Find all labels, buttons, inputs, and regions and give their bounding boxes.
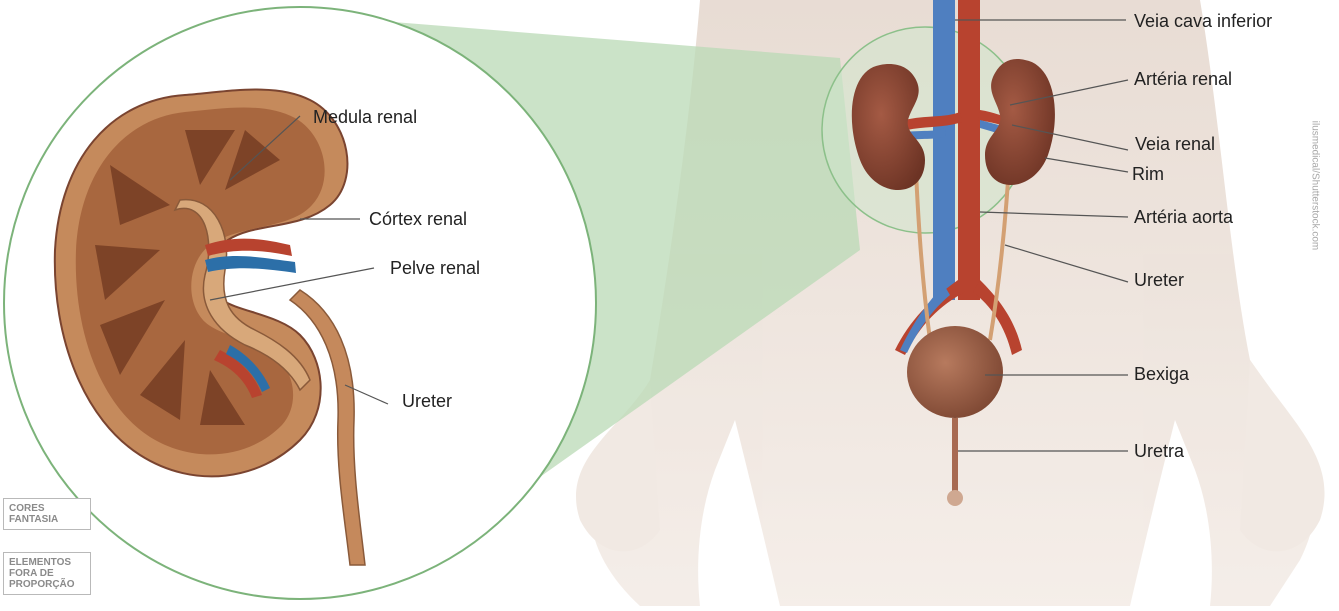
badge-prop-line2: FORA DE (9, 568, 85, 579)
badge-elementos-fora-de-proporcao: ELEMENTOS FORA DE PROPORÇÃO (3, 552, 91, 595)
badge-cores-line1: CORES (9, 503, 85, 514)
label-rim: Rim (1132, 165, 1164, 183)
label-medula-renal: Medula renal (313, 108, 417, 126)
badge-cores-line2: FANTASIA (9, 514, 85, 525)
label-cortex-renal: Córtex renal (369, 210, 467, 228)
label-uretra: Uretra (1134, 442, 1184, 460)
label-ureter-detail: Ureter (402, 392, 452, 410)
label-veia-renal: Veia renal (1135, 135, 1215, 153)
image-credit: ilusmedical/Shutterstock.com (1309, 121, 1320, 251)
label-arteria-renal: Artéria renal (1134, 70, 1232, 88)
label-veia-cava-inferior: Veia cava inferior (1134, 12, 1272, 30)
label-pelve-renal: Pelve renal (390, 259, 480, 277)
badge-cores-fantasia: CORES FANTASIA (3, 498, 91, 530)
label-bexiga: Bexiga (1134, 365, 1189, 383)
badge-prop-line1: ELEMENTOS (9, 557, 85, 568)
label-arteria-aorta: Artéria aorta (1134, 208, 1233, 226)
badge-prop-line3: PROPORÇÃO (9, 579, 85, 590)
label-ureter-body: Ureter (1134, 271, 1184, 289)
